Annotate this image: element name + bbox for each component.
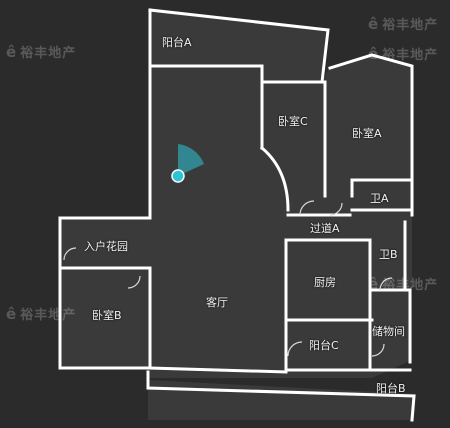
location-dot-icon [171, 169, 185, 183]
view-cone-icon [178, 144, 204, 176]
room-label-hallway-a: 过道A [310, 222, 340, 235]
brand-logo-icon: ê [6, 305, 18, 323]
camera-view-marker[interactable] [171, 144, 204, 183]
door-swings [63, 200, 393, 357]
walls [58, 8, 416, 422]
room-label-bedroom-a: 卧室A [352, 127, 382, 140]
brand-logo-icon: ê [6, 43, 18, 61]
room-label-bedroom-c: 卧室C [278, 115, 308, 128]
room-label-entry-garden: 入户花园 [84, 240, 128, 253]
room-label-storage: 储物间 [372, 325, 405, 338]
room-label-bedroom-b: 卧室B [92, 309, 122, 322]
room-label-bath-b: 卫B [379, 248, 398, 261]
room-label-balcony-a: 阳台A [162, 36, 192, 49]
brand-logo-icon: ê [368, 275, 380, 293]
brand-logo-icon: ê [368, 15, 380, 33]
room-label-kitchen: 厨房 [314, 276, 336, 289]
room-label-living-room: 客厅 [206, 296, 228, 309]
room-label-bath-a: 卫A [370, 192, 389, 205]
brand-logo-icon: ê [368, 45, 380, 63]
room-label-balcony-c: 阳台C [309, 339, 339, 352]
floor-area [60, 8, 416, 420]
room-label-balcony-b: 阳台B [376, 382, 406, 395]
